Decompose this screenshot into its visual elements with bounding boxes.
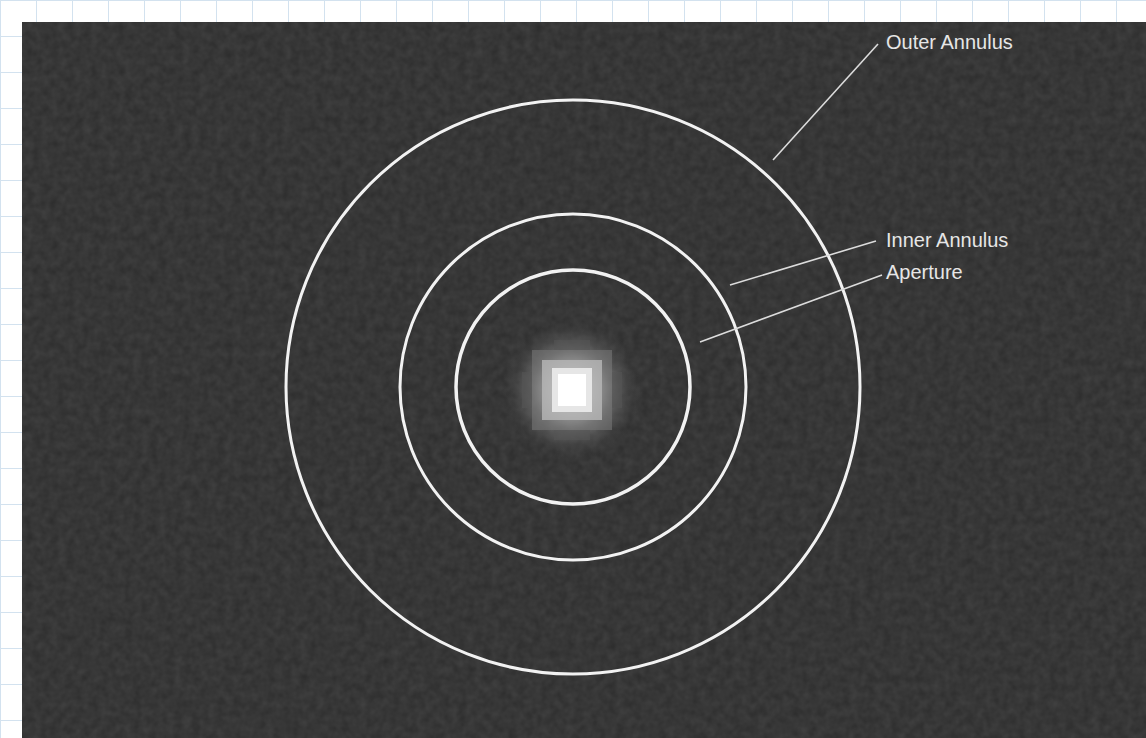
region-label: Aperture bbox=[886, 260, 963, 284]
star-image bbox=[500, 318, 644, 462]
outer-annulus-circle bbox=[286, 100, 860, 674]
leader-lines bbox=[700, 44, 882, 342]
aperture-circles bbox=[286, 100, 860, 674]
region-label: Inner Annulus bbox=[886, 228, 1008, 252]
aperture-circle bbox=[456, 270, 690, 504]
inner-annulus-circle bbox=[400, 214, 746, 560]
leader-line bbox=[730, 241, 876, 285]
leader-line bbox=[700, 275, 882, 342]
sky-background bbox=[22, 22, 1146, 738]
region-label: Outer Annulus bbox=[886, 30, 1013, 54]
leader-line bbox=[773, 44, 878, 160]
sky-noise bbox=[22, 22, 1146, 738]
